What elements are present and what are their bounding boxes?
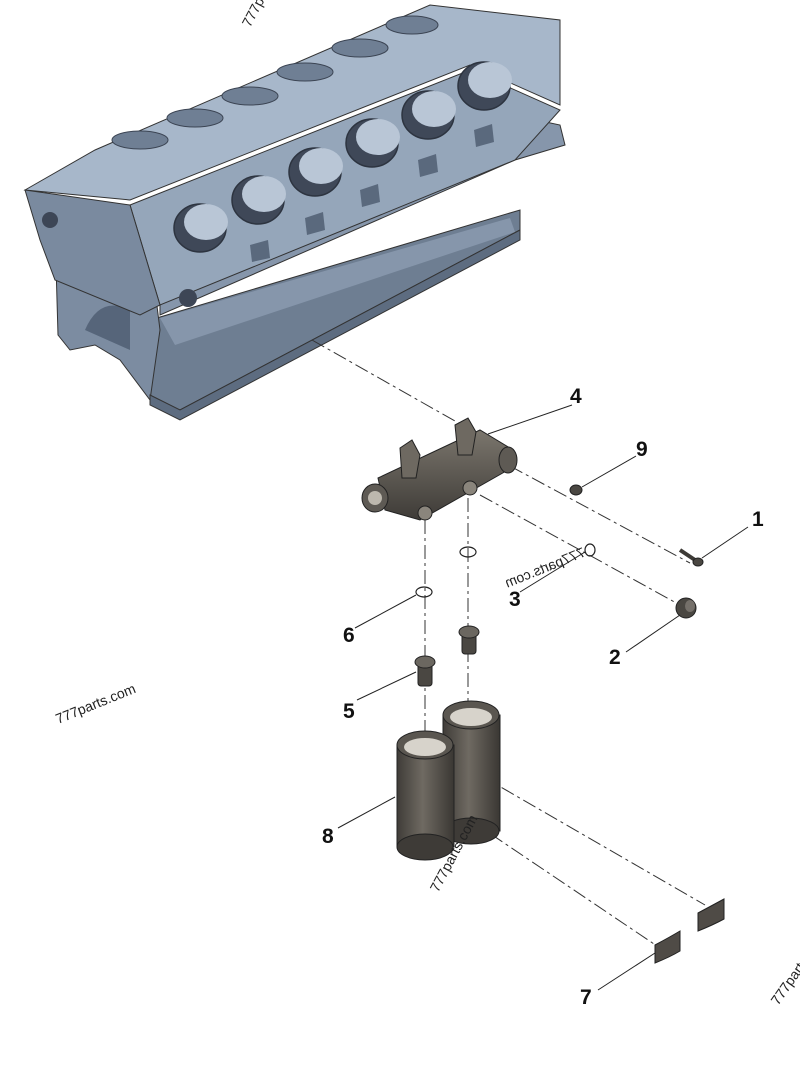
cylinders-part-8 xyxy=(396,700,501,861)
callouts: 1 2 3 4 5 6 7 8 9 xyxy=(322,385,764,1009)
callout-8[interactable]: 8 xyxy=(322,825,334,848)
callout-7[interactable]: 7 xyxy=(580,986,592,1009)
callout-1[interactable]: 1 xyxy=(752,508,764,531)
engine-block xyxy=(23,4,566,421)
manifold-housing xyxy=(361,417,518,521)
nut-part-9 xyxy=(569,484,583,496)
callout-3[interactable]: 3 xyxy=(509,588,521,611)
watermark-mirrored: 777parts.com xyxy=(502,544,587,591)
o-rings-part-6 xyxy=(415,546,477,598)
o-ring-part-3 xyxy=(584,543,596,557)
watermark-left: 777parts.com xyxy=(53,680,138,727)
callout-5[interactable]: 5 xyxy=(343,700,355,723)
watermark-top: 777pa xyxy=(239,0,272,29)
shells-part-7 xyxy=(654,898,725,964)
bolt-part-1 xyxy=(678,548,704,567)
assembly-lines xyxy=(311,339,706,947)
callout-6[interactable]: 6 xyxy=(343,624,355,647)
leader-lines xyxy=(337,404,749,991)
callout-2[interactable]: 2 xyxy=(609,646,621,669)
plug-part-2 xyxy=(675,597,697,619)
callout-4[interactable]: 4 xyxy=(570,385,582,408)
fittings-part-5 xyxy=(414,625,480,687)
callout-9[interactable]: 9 xyxy=(636,438,648,461)
watermark-bottom-right: 777parts.c xyxy=(767,945,800,1008)
